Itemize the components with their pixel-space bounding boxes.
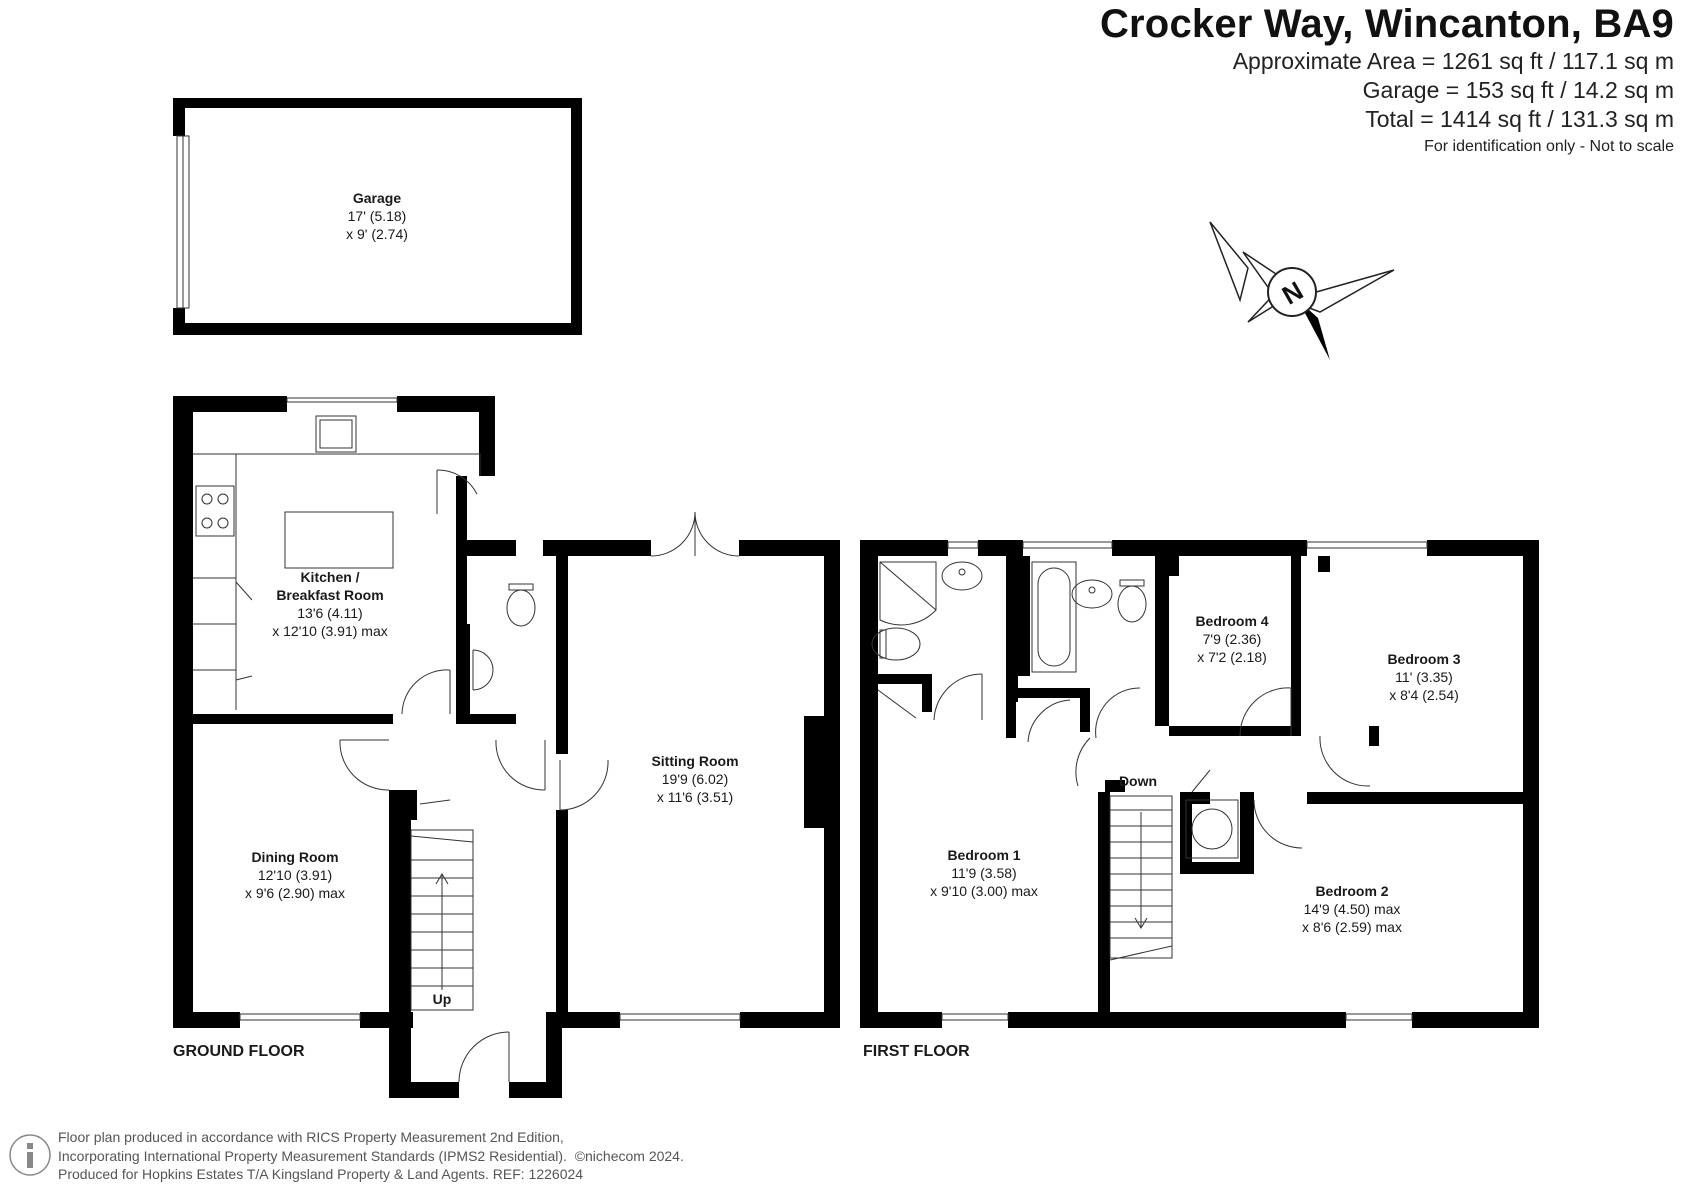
bedroom2-name: Bedroom 2 xyxy=(1315,883,1388,899)
stairs-down-label: Down xyxy=(1119,773,1157,789)
bedroom1-dim2: x 9'10 (3.00) max xyxy=(930,883,1038,899)
dining-name: Dining Room xyxy=(251,849,338,865)
sitting-name: Sitting Room xyxy=(651,753,738,769)
garage-name: Garage xyxy=(353,190,401,206)
ground-floor-label: GROUND FLOOR xyxy=(173,1043,305,1060)
garage-area: Garage = 153 sq ft / 14.2 sq m xyxy=(1362,77,1674,103)
footer-line1: Floor plan produced in accordance with R… xyxy=(58,1129,564,1145)
kitchen-dim2: x 12'10 (3.91) max xyxy=(272,623,388,639)
scale-note: For identification only - Not to scale xyxy=(1424,138,1674,155)
bedroom2-dim1: 14'9 (4.50) max xyxy=(1304,901,1401,917)
garage-dim1: 17' (5.18) xyxy=(348,208,407,224)
stairs-up-label: Up xyxy=(433,991,452,1007)
bedroom1-dim1: 11'9 (3.58) xyxy=(951,865,1016,881)
garage xyxy=(173,98,582,335)
bedroom3-dim1: 11' (3.35) xyxy=(1395,669,1453,685)
kitchen-fixtures xyxy=(193,415,740,1083)
garage-dim2: x 9' (2.74) xyxy=(346,226,408,242)
bedroom4-dim1: 7'9 (2.36) xyxy=(1203,631,1262,647)
bedroom1-name: Bedroom 1 xyxy=(947,847,1020,863)
property-title: Crocker Way, Wincanton, BA9 xyxy=(1099,2,1674,46)
first-floor-fixtures xyxy=(871,561,1371,961)
total-area: Total = 1414 sq ft / 131.3 sq m xyxy=(1365,106,1674,132)
footer-line2: Incorporating International Property Mea… xyxy=(58,1147,684,1166)
first-floor-windows xyxy=(941,541,1428,1021)
kitchen-name-line2: Breakfast Room xyxy=(276,587,383,603)
kitchen-dim1: 13'6 (4.11) xyxy=(297,605,362,621)
ground-floor-walls xyxy=(173,396,840,1098)
first-floor-walls xyxy=(860,540,1539,1028)
bedroom3-dim2: x 8'4 (2.54) xyxy=(1389,687,1459,703)
dining-dim1: 12'10 (3.91) xyxy=(258,867,332,883)
footer-line3: Produced for Hopkins Estates T/A Kingsla… xyxy=(58,1166,584,1182)
kitchen-name-line1: Kitchen / xyxy=(300,569,359,585)
dining-dim2: x 9'6 (2.90) max xyxy=(245,885,345,901)
sitting-dim2: x 11'6 (3.51) xyxy=(657,789,733,805)
footer-line2-standards: Incorporating International Property Mea… xyxy=(58,1147,567,1164)
bedroom4-name: Bedroom 4 xyxy=(1195,613,1268,629)
sitting-dim1: 19'9 (6.02) xyxy=(662,771,729,787)
footer-copyright: ©nichecom 2024. xyxy=(574,1147,684,1164)
rics-logo-icon xyxy=(9,1134,51,1176)
approximate-area: Approximate Area = 1261 sq ft / 117.1 sq… xyxy=(1232,48,1674,74)
first-floor-label: FIRST FLOOR xyxy=(863,1043,970,1060)
bedroom4-dim2: x 7'2 (2.18) xyxy=(1197,649,1267,665)
bedroom2-dim2: x 8'6 (2.59) max xyxy=(1302,919,1402,935)
footer-notes: Floor plan produced in accordance with R… xyxy=(58,1128,684,1184)
compass-icon: N xyxy=(1209,221,1395,360)
bedroom3-name: Bedroom 3 xyxy=(1387,651,1460,667)
